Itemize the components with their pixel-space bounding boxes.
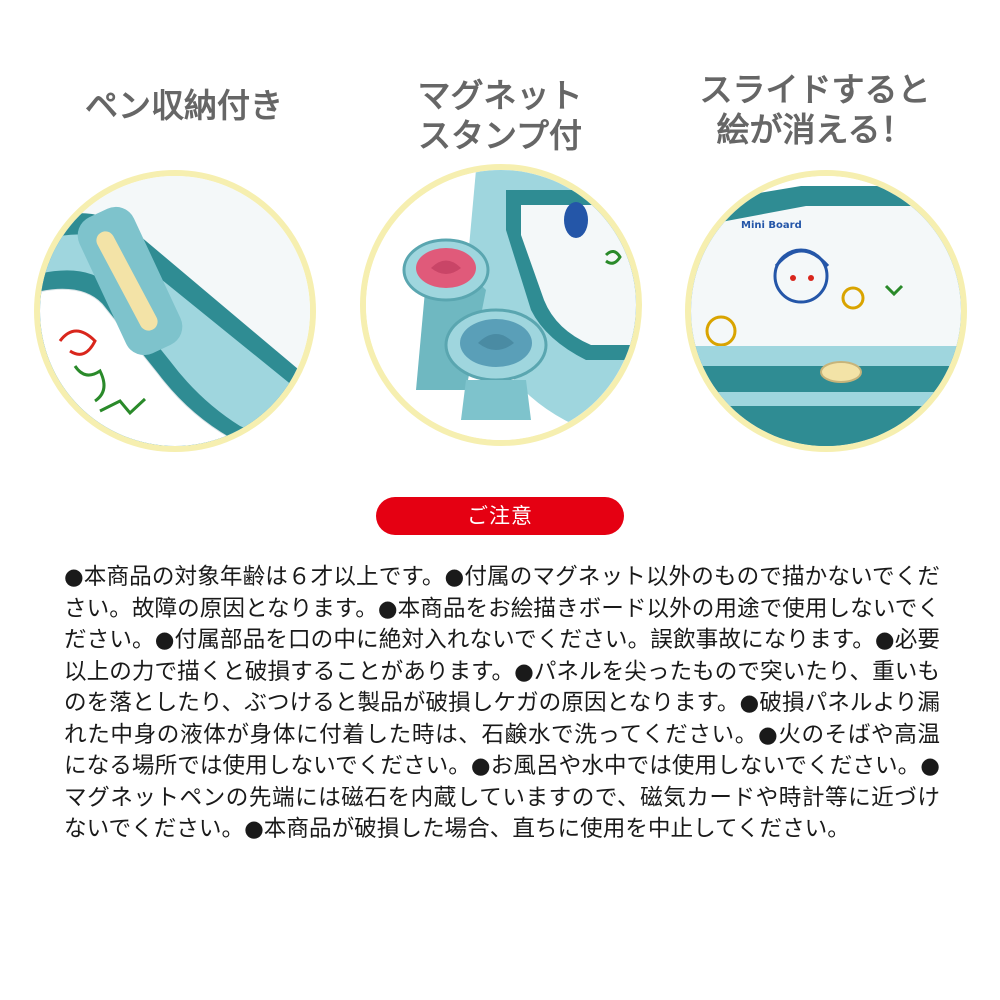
slide-eraser-image: Mini Board	[681, 166, 971, 456]
board-logo: Mini Board	[741, 220, 802, 231]
slide-eraser-illustration: Mini Board	[685, 170, 967, 452]
magnet-stamp-illustration	[360, 164, 642, 446]
feature-magnet-stamp: マグネット スタンプ付	[350, 0, 650, 470]
notice-label: ご注意	[376, 497, 624, 535]
feature-title: マグネット スタンプ付	[417, 76, 583, 155]
pen-holder-illustration	[34, 170, 316, 452]
feature-title: スライドすると 絵が消える！	[699, 70, 931, 149]
feature-title: ペン収納付き	[85, 86, 283, 125]
feature-slide-eraser: スライドすると 絵が消える！ Mini Board	[665, 0, 967, 470]
magnet-stamp-image	[356, 160, 646, 450]
pen-holder-image	[30, 166, 320, 456]
notice-body: ●本商品の対象年齢は６才以上です。●付属のマグネット以外のもので描かないでくださ…	[64, 564, 940, 842]
feature-pen-holder: ペン収納付き	[34, 0, 334, 470]
